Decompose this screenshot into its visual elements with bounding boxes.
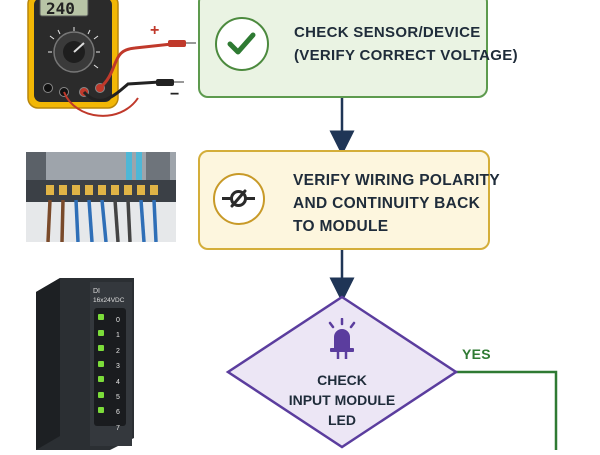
step2-line2: AND CONTINUITY BACK [293, 195, 481, 212]
module-subtitle: 16x24VDC [93, 297, 125, 304]
channel-labels: 0 1 2 3 4 5 6 7 [116, 313, 120, 436]
step2-line1: VERIFY WIRING POLARITY [293, 172, 500, 189]
check-icon [215, 17, 269, 71]
channel-label: 0 [116, 317, 120, 324]
channel-label: 6 [116, 409, 120, 417]
polarity-icon [213, 173, 265, 225]
decision-label: CHECK INPUT MODULE LED [272, 372, 412, 428]
input-module-photo: DI 16x24VDC 0 1 2 3 4 5 6 7 [30, 278, 140, 450]
decision-line1: CHECK [317, 372, 367, 388]
channel-label: 4 [116, 378, 120, 386]
negative-sign: − [170, 86, 180, 103]
channel-label: 1 [116, 332, 120, 340]
yes-branch-line [456, 370, 558, 450]
module-title: DI [93, 288, 100, 295]
channel-label: 5 [116, 394, 120, 402]
yes-label: YES [462, 346, 491, 362]
led-icon [325, 317, 359, 360]
decision-diamond [225, 295, 459, 449]
decision-line3: LED [328, 412, 356, 428]
multimeter-photo: 240 + − [0, 0, 200, 130]
decision-line2: INPUT MODULE [288, 392, 396, 408]
channel-label: 7 [116, 424, 120, 432]
channel-label: 2 [116, 347, 120, 355]
positive-sign: + [150, 22, 160, 39]
step1-line1: CHECK SENSOR/DEVICE [294, 24, 481, 41]
wiring-terminal-photo [26, 152, 176, 243]
step1-line2: (VERIFY CORRECT VOLTAGE) [294, 47, 518, 64]
step2-line3: TO MODULE [293, 218, 389, 235]
multimeter-display-value: 240 [46, 0, 75, 18]
channel-label: 3 [116, 363, 120, 371]
